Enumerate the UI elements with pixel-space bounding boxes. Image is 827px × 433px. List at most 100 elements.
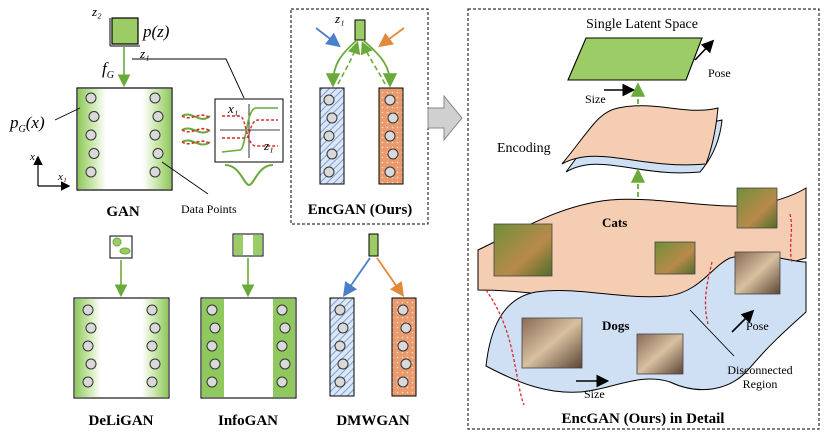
x1-label: x₁ [57,171,67,183]
encgan-box: z₁ EncGAN (Ours) [290,8,429,225]
inset-dashed-2 [222,119,278,139]
data-point [323,94,335,106]
x2-label: x₂ [29,151,39,163]
cat-photo-3 [736,187,778,229]
encoding-label: Encoding [497,141,551,156]
cat-photo-2 [654,241,696,275]
deligan-variant: DeLiGAN [73,235,170,429]
deligan-data-points [82,304,161,388]
dog-photo-3 [734,251,781,295]
data-point [206,304,218,316]
inset-x1-label: x₁ [227,101,238,116]
disconnected-label-2: Region [743,377,778,391]
data-point [149,358,161,370]
data-point [384,166,396,178]
data-point [276,304,288,316]
data-point [209,358,221,370]
infogan-variant: InfoGAN [200,233,297,429]
z2-label: z₂ [91,4,102,19]
data-points-label: Data Points [181,202,237,216]
latent-space-title: Single Latent Space [586,17,698,32]
z1-pointer-line [132,58,245,99]
data-point [85,129,97,141]
dmwgan-orange-arrow [376,257,405,297]
dmwgan-latent [368,233,379,257]
detail-box: Single Latent Space Pose Size Encoding C… [467,8,820,430]
data-point [334,304,346,316]
data-point [384,130,396,142]
encgan-enc-right [360,41,386,85]
data-point [397,376,409,388]
data-point [387,148,399,160]
disconnected-line-right [704,213,793,325]
cat-photo-1 [493,223,553,277]
data-point [387,112,399,124]
size-label-bottom: Size [584,387,605,401]
pose-label-bottom: Pose [746,319,769,333]
encgan-title: EncGAN (Ours) [308,202,413,218]
dog-photo-1 [521,317,583,369]
data-point [209,322,221,334]
fG-label: fG [102,59,114,81]
gan-panel: z₂ p(z) z₁ fG pG(x) x₂ x₁ x₁ z₁ Data Poi… [9,4,284,220]
deligan-mixture-2 [119,247,131,255]
disconnected-line-left [485,289,525,406]
pz-label: p(z) [142,22,170,41]
disconnected-pointer [689,309,735,357]
data-points-pointer [161,161,209,195]
encgan-latent [354,19,366,41]
data-point [206,376,218,388]
data-points [85,92,164,178]
pose-arrow-bottom [731,309,755,333]
data-point [276,340,288,352]
data-point [397,340,409,352]
data-point [88,148,100,159]
deligan-latent [109,235,133,259]
data-point [85,358,97,370]
data-point [323,166,335,178]
data-point [82,304,94,316]
data-point [326,148,338,160]
encgan-border [290,8,429,225]
deligan-mixture-1 [112,237,122,247]
disconnected-label-1: Disconnected [727,363,792,377]
pGx-label: pG(x) [9,113,45,135]
infogan-latent-right [253,235,262,255]
data-point [400,322,412,334]
latent-square [111,17,139,45]
pGx-pointer [54,107,81,121]
data-point [146,340,158,352]
infogan-title: InfoGAN [218,413,278,429]
data-point [149,322,161,334]
encgan-data-points [323,94,399,178]
data-point [88,111,100,122]
pose-label-top: Pose [708,66,731,80]
encgan-orange-arrow [378,27,405,48]
data-point [206,340,218,352]
data-point [152,148,164,159]
data-point [326,112,338,124]
dmwgan-variant: DMWGAN [329,233,417,429]
data-point [279,358,291,370]
data-point [397,304,409,316]
data-point [334,340,346,352]
data-point [384,94,396,106]
data-point [146,304,158,316]
dmwgan-blue-arrow [342,257,371,297]
dmwgan-title: DMWGAN [336,413,409,429]
infogan-data-points [206,304,291,388]
data-point [149,129,161,141]
encgan-blue-arrow [315,27,341,48]
encoded-sheet-orange [561,105,719,166]
data-point [82,340,94,352]
size-label-top: Size [585,92,606,106]
density-curves [181,113,211,146]
inset-z1-label: z₁ [263,138,274,153]
z1-label: z₁ [139,46,150,61]
deligan-title: DeLiGAN [89,413,154,429]
data-point [337,322,349,334]
data-point [146,376,158,388]
data-point [85,322,97,334]
infogan-latent-left [234,235,243,255]
